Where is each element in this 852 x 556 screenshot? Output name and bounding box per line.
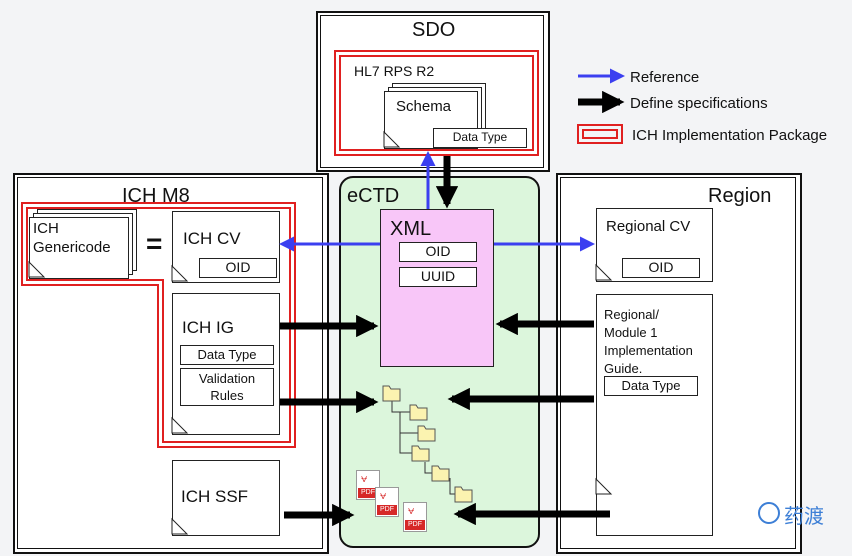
ich-ig-validation-label: Validation Rules <box>198 371 256 403</box>
legend-reference-label: Reference <box>630 69 700 86</box>
ich-m8-title: ICH M8 <box>122 185 190 207</box>
ich-m8-panel-inner <box>17 177 323 549</box>
region-title: Region <box>708 185 772 207</box>
regional-cv-label: Regional CV <box>606 218 691 235</box>
xml-oid-label: OID <box>425 243 451 259</box>
folder-icon <box>411 445 430 462</box>
xml-uuid-field <box>399 267 477 287</box>
legend-package-swatch <box>577 124 623 144</box>
xml-box <box>380 209 494 367</box>
equals-sign: = <box>146 228 163 259</box>
pdf-icon: ⩝ PDF <box>403 502 427 532</box>
genericode-label: ICH Genericode <box>33 220 111 256</box>
regional-cv-oid-label: OID <box>648 259 674 275</box>
ich-ig-data-type-field <box>180 345 274 365</box>
regional-data-type-field <box>604 376 698 396</box>
genericode-doc <box>29 217 129 279</box>
hl7-rps-label: HL7 RPS R2 <box>354 63 435 79</box>
ich-cv-oid-label: OID <box>225 259 251 275</box>
xml-oid-field <box>399 242 477 262</box>
ich-ssf-doc <box>172 460 280 536</box>
folder-icon <box>431 465 450 482</box>
ich-ig-validation-field <box>180 368 274 406</box>
sdo-package-outline-inner <box>339 55 534 151</box>
schema-label: Schema <box>396 98 452 115</box>
regional-data-type-label: Data Type <box>621 378 681 393</box>
sdo-data-type-field <box>433 128 527 148</box>
xml-uuid-label: UUID <box>420 268 456 284</box>
watermark-logo-icon <box>758 502 780 524</box>
legend-define-label: Define specifications <box>630 95 768 112</box>
ich-cv-oid-field <box>199 258 277 278</box>
watermark-text: 药渡 <box>784 506 824 528</box>
legend-package-label: ICH Implementation Package <box>632 127 828 144</box>
sdo-data-type-label: Data Type <box>452 130 508 144</box>
sdo-package-outline <box>334 50 539 156</box>
pdf-icon: ⩝ PDF <box>375 487 399 517</box>
folder-icon <box>409 404 428 421</box>
ich-cv-label: ICH CV <box>183 229 241 248</box>
ich-ig-data-type-label: Data Type <box>197 347 257 362</box>
sdo-title: SDO <box>412 19 456 41</box>
sdo-panel-inner <box>320 15 544 168</box>
ich-ssf-label: ICH SSF <box>181 487 249 506</box>
ectd-title: eCTD <box>347 185 400 207</box>
folder-icon <box>454 486 473 503</box>
folder-icon <box>417 425 436 442</box>
regional-guide-label: Regional/ Module 1 Implementation Guide. <box>604 307 693 376</box>
region-panel-inner <box>560 177 796 549</box>
xml-label: XML <box>390 218 432 240</box>
folder-icon <box>382 385 401 402</box>
regional-cv-oid-field <box>622 258 700 278</box>
regional-guide-doc <box>596 294 713 536</box>
ich-ig-label: ICH IG <box>182 318 234 337</box>
